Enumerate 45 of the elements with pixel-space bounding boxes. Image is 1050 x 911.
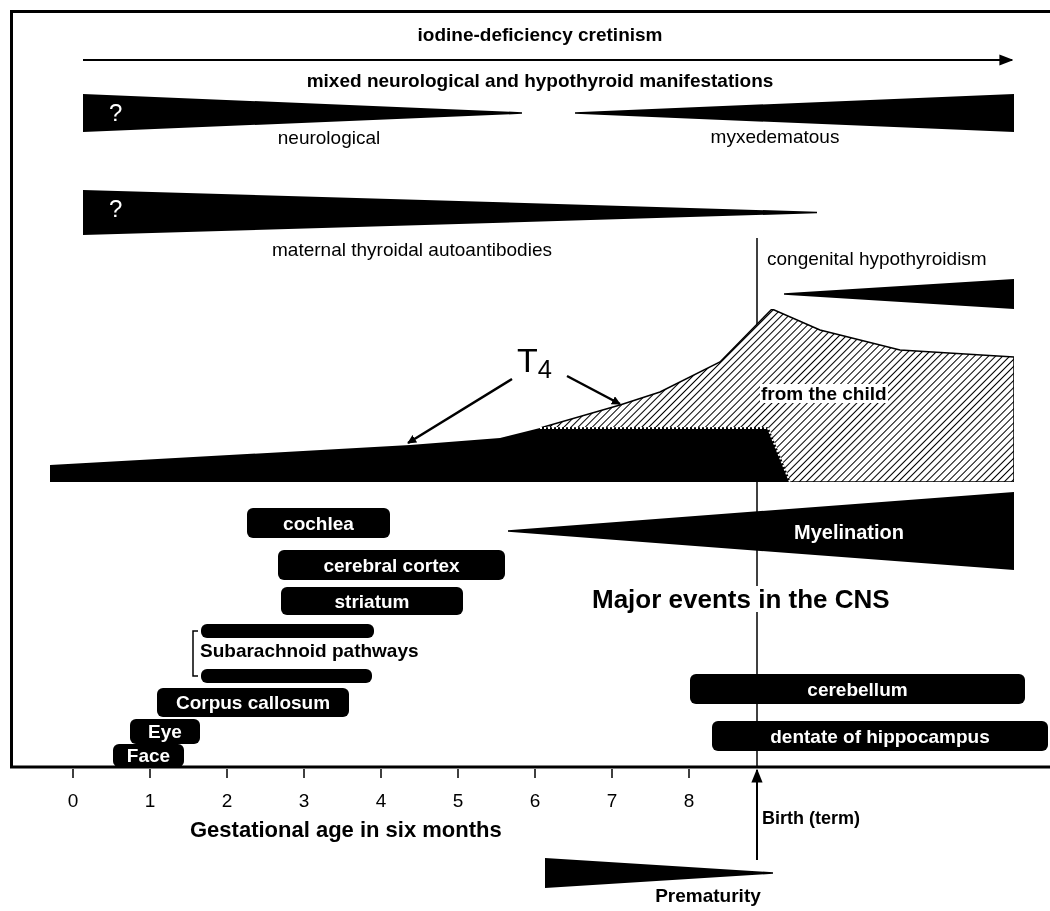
stage-bar: cochlea (247, 508, 390, 538)
axis-tick-label: 4 (375, 791, 387, 810)
text-label: Birth (term) (762, 809, 860, 827)
wedge (575, 94, 1014, 132)
leader-arrow (566, 374, 621, 406)
stage-bar (201, 624, 374, 638)
wedge (545, 858, 773, 888)
axis-tick-label: 5 (452, 791, 464, 810)
stage-bar: cerebellum (690, 674, 1025, 704)
text-label: mixed neurological and hypothyroid manifestations (306, 71, 774, 90)
text-label: Subarachnoid pathways (200, 641, 419, 660)
condition-label: maternal thyroidal autoantibodies (272, 240, 552, 259)
wedge (784, 279, 1014, 309)
stage-bar: dentate of hippocampus (712, 721, 1048, 751)
period-label: Prematurity (655, 886, 761, 905)
wedge (83, 190, 817, 235)
area-label: from the child (760, 384, 888, 403)
leader-arrow (407, 377, 513, 445)
axis-tick-label: 2 (221, 791, 233, 810)
axis-tick-label: 8 (683, 791, 695, 810)
condition-label: neurological (277, 128, 381, 147)
stage-bar: cerebral cortex (278, 550, 505, 580)
wedge-label: Myelination (794, 522, 904, 542)
axis-tick-label: 6 (529, 791, 541, 810)
stage-bar: Eye (130, 719, 200, 744)
axis-title: Gestational age in six months (190, 819, 502, 841)
axis-tick-label: 3 (298, 791, 310, 810)
stage-bar: Corpus callosum (157, 688, 349, 717)
condition-label: congenital hypothyroidism (767, 249, 987, 268)
wedge (508, 492, 1014, 570)
stage-bar (201, 669, 372, 683)
axis-tick-label: 7 (606, 791, 618, 810)
stage-bar: Face (113, 744, 184, 767)
child-t4-area (540, 309, 1014, 482)
question-mark: ? (109, 101, 123, 125)
stage-bar: striatum (281, 587, 463, 615)
text-label: iodine-deficiency cretinism (417, 25, 663, 44)
question-mark: ? (109, 197, 123, 221)
wedge (83, 94, 522, 132)
maternal-t4-area (50, 428, 790, 482)
axis-tick-label: 0 (67, 791, 79, 810)
axis-tick-label: 1 (144, 791, 156, 810)
section-heading: Major events in the CNS (592, 586, 890, 612)
hormone-label: T$_{4}$ (517, 343, 567, 385)
condition-label: myxedematous (710, 127, 840, 146)
